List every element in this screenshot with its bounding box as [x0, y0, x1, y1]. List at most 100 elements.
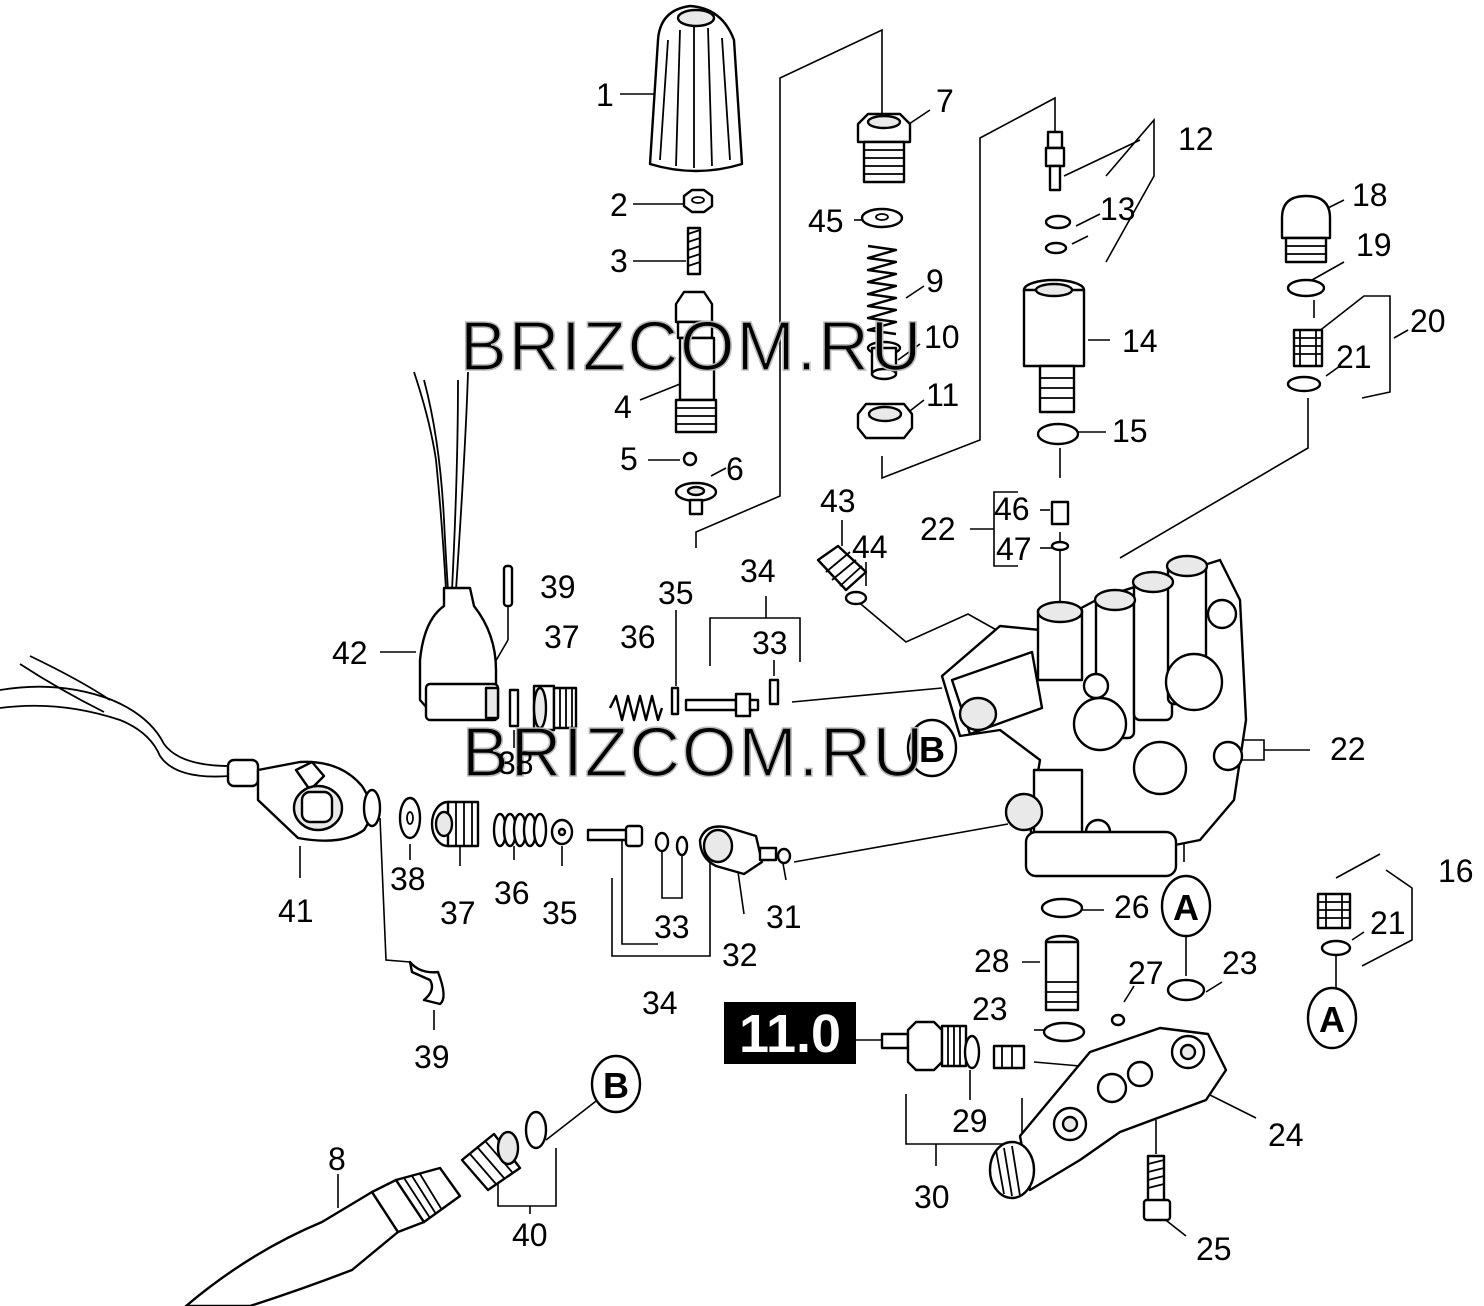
part-label-l6: 6 — [726, 451, 744, 487]
part-11-nut — [856, 402, 914, 440]
part-29-oring — [963, 1034, 981, 1070]
part-33-pin — [768, 678, 780, 706]
part-1-knob — [648, 4, 744, 173]
part-label-l25: 25 — [1196, 1231, 1232, 1267]
connector-tag-b-upper-text: B — [919, 729, 945, 770]
part-25-screw — [1142, 1154, 1172, 1222]
part-label-l15: 15 — [1112, 413, 1148, 449]
connector-tag-b-upper: B — [906, 718, 958, 778]
part-label-l35a: 35 — [658, 575, 694, 611]
part-44-oring — [844, 590, 868, 606]
part-47-oring — [1050, 540, 1070, 552]
part-45-washer — [860, 207, 904, 229]
part-37-fitting — [532, 684, 578, 732]
part-39-clip — [408, 960, 445, 1006]
part-label-l28: 28 — [974, 943, 1010, 979]
part-label-l39b: 39 — [414, 1039, 450, 1075]
part-6-seat — [674, 481, 718, 516]
part-36-spring-lower — [492, 812, 548, 848]
part-26-oring — [1040, 897, 1084, 919]
part-label-l43: 43 — [820, 483, 856, 519]
part-label-l10: 10 — [924, 319, 960, 355]
part-label-l26: 26 — [1114, 889, 1150, 925]
part-label-l34a: 34 — [740, 553, 776, 589]
part-42-solenoid — [413, 371, 500, 722]
part-9-spring — [866, 244, 898, 336]
part-label-l12: 12 — [1178, 121, 1214, 157]
part-4-valve-body — [674, 290, 718, 434]
part-label-l36a: 36 — [620, 619, 656, 655]
part-23-oring-left — [1042, 1021, 1086, 1043]
part-label-l20: 20 — [1410, 303, 1446, 339]
part-label-l13: 13 — [1100, 191, 1136, 227]
part-labels: 1 2 3 4 5 6 7 45 9 10 11 12 13 14 15 18 … — [278, 77, 1474, 1267]
part-15-oring — [1036, 422, 1080, 446]
part-10-piston — [866, 340, 902, 381]
section-reference-badge: 11.0 — [724, 1002, 856, 1064]
part-8-hose — [184, 1166, 462, 1306]
part-label-l22a: 22 — [920, 511, 956, 547]
part-2-nut — [682, 188, 714, 214]
part-13-oring — [1044, 241, 1068, 255]
part-label-l11: 11 — [926, 377, 959, 413]
part-13-washer — [1044, 214, 1072, 230]
part-label-l5: 5 — [620, 441, 638, 477]
part-label-l2: 2 — [610, 187, 628, 223]
part-label-l33a: 33 — [752, 625, 788, 661]
part-label-l3: 3 — [610, 243, 628, 279]
part-label-l23b: 23 — [1222, 945, 1258, 981]
part-33-washer-lower — [654, 831, 670, 853]
connector-tag-a-center-text: A — [1173, 887, 1199, 928]
part-41-connector — [0, 655, 382, 842]
part-32-nut — [698, 825, 778, 876]
part-35-pin — [670, 686, 680, 716]
part-39-pin — [502, 564, 514, 608]
part-label-l46: 46 — [994, 491, 1030, 527]
connector-tag-a-right: A — [1306, 986, 1358, 1050]
section-reference-text: 11.0 — [739, 1004, 841, 1064]
part-14-housing — [1022, 278, 1086, 414]
part-35-washer-lower — [550, 818, 574, 846]
part-label-l38b: 38 — [390, 861, 426, 897]
part-label-l33b: 33 — [654, 909, 690, 945]
part-label-l23a: 23 — [972, 991, 1008, 1027]
part-20-valve — [1292, 328, 1324, 368]
part-label-l31: 31 — [766, 899, 802, 935]
part-label-l27: 27 — [1128, 955, 1164, 991]
watermark-upper: BRIZCOM.RU — [460, 307, 923, 385]
part-37-fitting-lower — [430, 800, 480, 848]
part-43-plug — [816, 544, 868, 592]
part-label-l21b: 21 — [1370, 905, 1406, 941]
part-label-l4: 4 — [614, 389, 632, 425]
part-label-l32: 32 — [722, 937, 758, 973]
part-label-l40: 40 — [512, 1217, 548, 1253]
part-21-oring-lower — [1320, 939, 1352, 957]
part-label-l14: 14 — [1122, 323, 1158, 359]
part-24-manifold — [988, 1026, 1228, 1200]
watermark-lower: BRIZCOM.RU — [462, 713, 925, 791]
part-34-rod — [684, 692, 760, 718]
part-label-l36b: 36 — [494, 875, 530, 911]
part-28-check-valve — [1044, 934, 1080, 1012]
part-label-l21a: 21 — [1336, 339, 1372, 375]
part-40-oring — [524, 1110, 548, 1150]
part-31-oring — [776, 847, 792, 865]
part-30-check — [992, 1044, 1026, 1070]
part-16-valve — [1316, 892, 1352, 930]
part-label-l18: 18 — [1352, 177, 1388, 213]
part-3-threaded-rod — [686, 226, 702, 276]
part-46-sleeve — [1050, 500, 1070, 526]
part-label-l7: 7 — [936, 83, 954, 119]
part-22-pump-head — [940, 554, 1248, 878]
part-18-plug — [1280, 194, 1332, 264]
leader-lines — [299, 28, 1413, 1237]
part-label-l30: 30 — [914, 1179, 950, 1215]
part-label-l34b: 34 — [642, 985, 678, 1021]
part-label-l8: 8 — [328, 1141, 346, 1177]
part-7-plug — [856, 112, 912, 184]
part-5-ball — [682, 451, 698, 467]
part-40-coupling — [460, 1130, 522, 1192]
part-label-l9: 9 — [926, 263, 944, 299]
part-33-oring-lower — [675, 835, 689, 857]
